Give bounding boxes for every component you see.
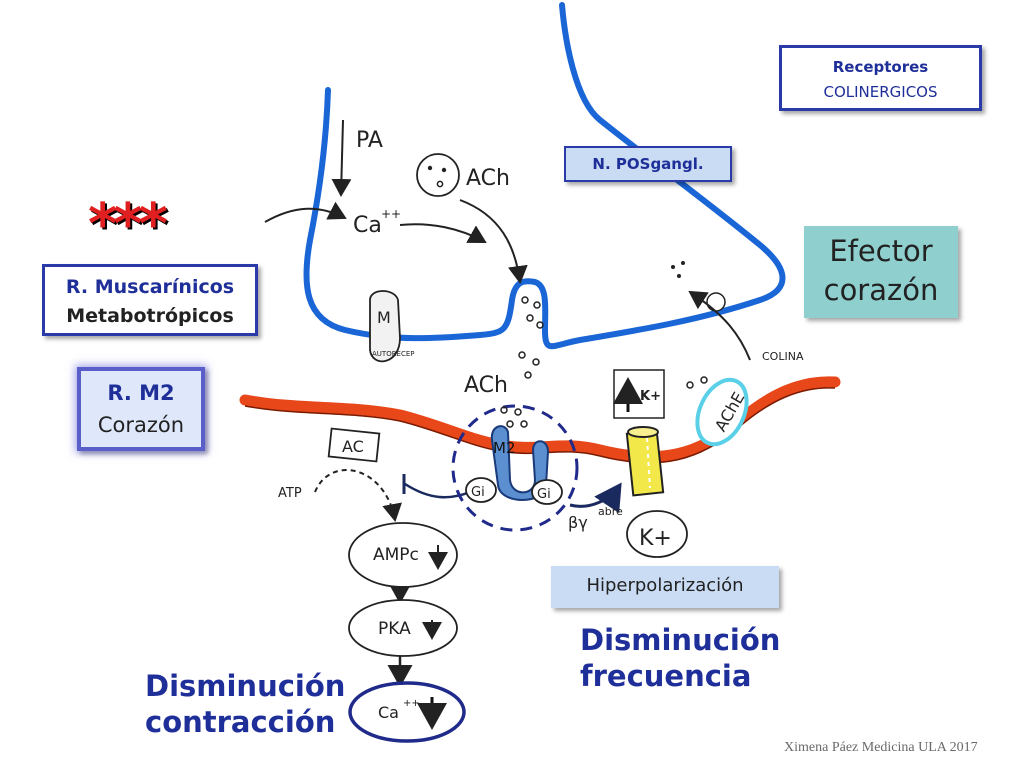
k-bottom-bubble (626, 510, 688, 558)
postsynaptic-membrane-outline (244, 387, 836, 464)
ac-label: AC (342, 437, 364, 456)
gi-protein-left (465, 477, 497, 503)
muscarinicos-line2: Metabotrópicos (66, 305, 234, 327)
credit-text: Ximena Páez Medicina ULA 2017 (784, 740, 978, 755)
m2-highlight-circle (451, 404, 579, 532)
receptores-colinergicos-box: Receptores COLINERGICOS (779, 45, 982, 111)
m2-receptor (490, 425, 550, 501)
ache-enzyme (695, 377, 749, 447)
m-autoreceptor-label: M (377, 308, 391, 327)
m-autoreceptor (369, 290, 401, 363)
ca-cell-label: Ca (378, 703, 399, 722)
atp-label: ATP (278, 486, 302, 501)
n-posgangl-label: N. POSgangl. (592, 155, 704, 173)
dis-contr-line2: contracción (145, 705, 336, 739)
gi-protein-right (531, 479, 563, 505)
ca-to-vesicle-arrow (399, 223, 487, 243)
ca-inflow-arrow (264, 201, 347, 223)
n-posgangl-box: N. POSgangl. (564, 146, 732, 182)
beta-gamma-label: βγ (568, 513, 588, 532)
efector-line2: corazón (823, 273, 939, 307)
k-channel-top (627, 426, 659, 438)
pa-label: PA (356, 128, 383, 153)
gi-right-label: Gi (537, 487, 551, 502)
disminucion-contraccion-text: Disminución contracción (145, 668, 345, 740)
m2-label: M2 (493, 439, 516, 457)
efector-corazon-box: Efector corazón (804, 226, 958, 318)
reuptake-arrow (688, 290, 751, 361)
pa-arrow (331, 119, 352, 197)
ca-pre-label: Ca (353, 213, 382, 238)
vesicle-to-release-arrow (459, 199, 528, 284)
gi-to-channel-arrow (569, 482, 622, 514)
exocytosis-dots (518, 296, 544, 379)
reuptake-transporter (706, 292, 726, 312)
efector-line1: Efector (829, 234, 933, 268)
muscarinicos-line1: R. Muscarínicos (65, 276, 235, 298)
m2-ligand-dots (500, 406, 528, 428)
autorecep-label: AUTORECEP (372, 350, 415, 358)
ach-vesicle (416, 153, 460, 197)
atp-to-ampc-arrow (314, 469, 402, 522)
presynaptic-membrane (303, 2, 786, 350)
receptores-line2: COLINERGICOS (823, 83, 938, 101)
gi-left-label: Gi (471, 485, 485, 500)
hiperpolarizacion-box: Hiperpolarización (551, 566, 779, 608)
ache-dots (686, 376, 708, 389)
stars-mark: *** (88, 192, 168, 257)
m2-line1: R. M2 (107, 381, 175, 405)
ca-cell-sup: ++ (403, 698, 420, 709)
pka-bubble (348, 599, 458, 657)
m2-line2: Corazón (97, 413, 185, 437)
colina-label: COLINA (762, 350, 804, 363)
k-channel (625, 429, 665, 497)
ampc-label: AMPc (373, 545, 419, 565)
adenylyl-cyclase (327, 427, 381, 463)
ca-cell-bubble (348, 681, 466, 743)
k-top-label: K+ (640, 389, 661, 404)
ach-vesicle-label: ACh (466, 166, 510, 191)
disminucion-frecuencia-text: Disminución frecuencia (580, 622, 780, 694)
receptores-line1: Receptores (832, 58, 929, 76)
r-muscarinicos-box: R. Muscarínicos Metabotrópicos (42, 264, 258, 336)
k-bottom-label: K+ (639, 526, 672, 551)
choline-dots (671, 261, 685, 278)
abre-label: abre (598, 505, 623, 518)
ach-cleft-label: ACh (464, 373, 508, 398)
r-m2-corazon-box: R. M2 Corazón (77, 367, 205, 451)
hiperpolarizacion-label: Hiperpolarización (586, 575, 744, 596)
gi-to-ac-path (404, 482, 471, 499)
ca-pre-sup: ++ (381, 207, 401, 221)
dis-frec-line2: frecuencia (580, 659, 752, 693)
dis-contr-line1: Disminución (145, 669, 346, 703)
dis-frec-line1: Disminución (580, 623, 781, 657)
pka-label: PKA (378, 619, 411, 639)
